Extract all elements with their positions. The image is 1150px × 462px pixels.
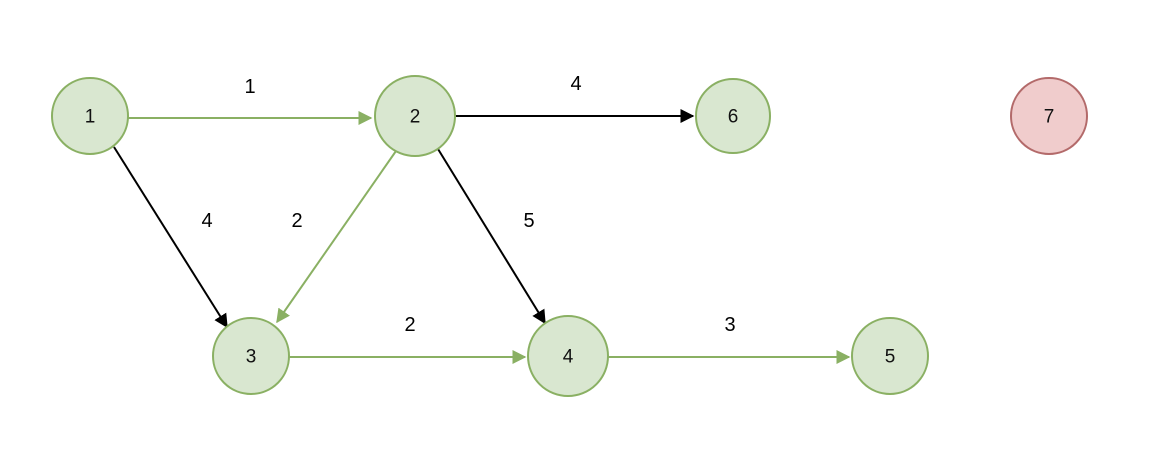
edge-weight-label-4-5: 3: [724, 314, 735, 336]
node-label-6: 6: [728, 107, 739, 128]
edge-weight-label-2-4: 5: [523, 210, 534, 232]
node-label-2: 2: [410, 107, 421, 128]
graph-node-6[interactable]: 6: [695, 78, 771, 154]
edge-2-to-3[interactable]: [276, 150, 397, 324]
node-label-4: 4: [563, 347, 574, 368]
edges-layer: [113, 109, 851, 364]
edge-weight-label-1-2: 1: [244, 76, 255, 98]
node-label-3: 3: [246, 347, 257, 368]
graph-node-3[interactable]: 3: [212, 317, 290, 395]
node-circle-4[interactable]: [527, 315, 609, 397]
edge-1-to-3[interactable]: [113, 146, 228, 329]
node-label-1: 1: [85, 107, 96, 128]
edge-2-to-4[interactable]: [437, 148, 546, 325]
node-label-5: 5: [885, 347, 896, 368]
node-circle-5[interactable]: [851, 317, 929, 395]
edge-weight-label-1-3: 4: [201, 210, 212, 232]
node-circle-2[interactable]: [374, 75, 456, 157]
edge-weight-label-2-3: 2: [291, 210, 302, 232]
nodes-layer: 1 2 6 7 3 4 5: [51, 75, 1088, 397]
node-circle-7[interactable]: [1010, 77, 1088, 155]
graph-node-5[interactable]: 5: [851, 317, 929, 395]
node-circle-6[interactable]: [695, 78, 771, 154]
graph-node-7[interactable]: 7: [1010, 77, 1088, 155]
node-circle-3[interactable]: [212, 317, 290, 395]
node-circle-1[interactable]: [51, 77, 129, 155]
graph-node-1[interactable]: 1: [51, 77, 129, 155]
edge-labels-layer: 1 4 2 5 4 2 3: [201, 73, 735, 336]
edge-weight-label-3-4: 2: [404, 314, 415, 336]
graph-node-4[interactable]: 4: [527, 315, 609, 397]
edge-weight-label-2-6: 4: [570, 73, 581, 95]
graph-node-2[interactable]: 2: [374, 75, 456, 157]
node-label-7: 7: [1044, 107, 1055, 128]
